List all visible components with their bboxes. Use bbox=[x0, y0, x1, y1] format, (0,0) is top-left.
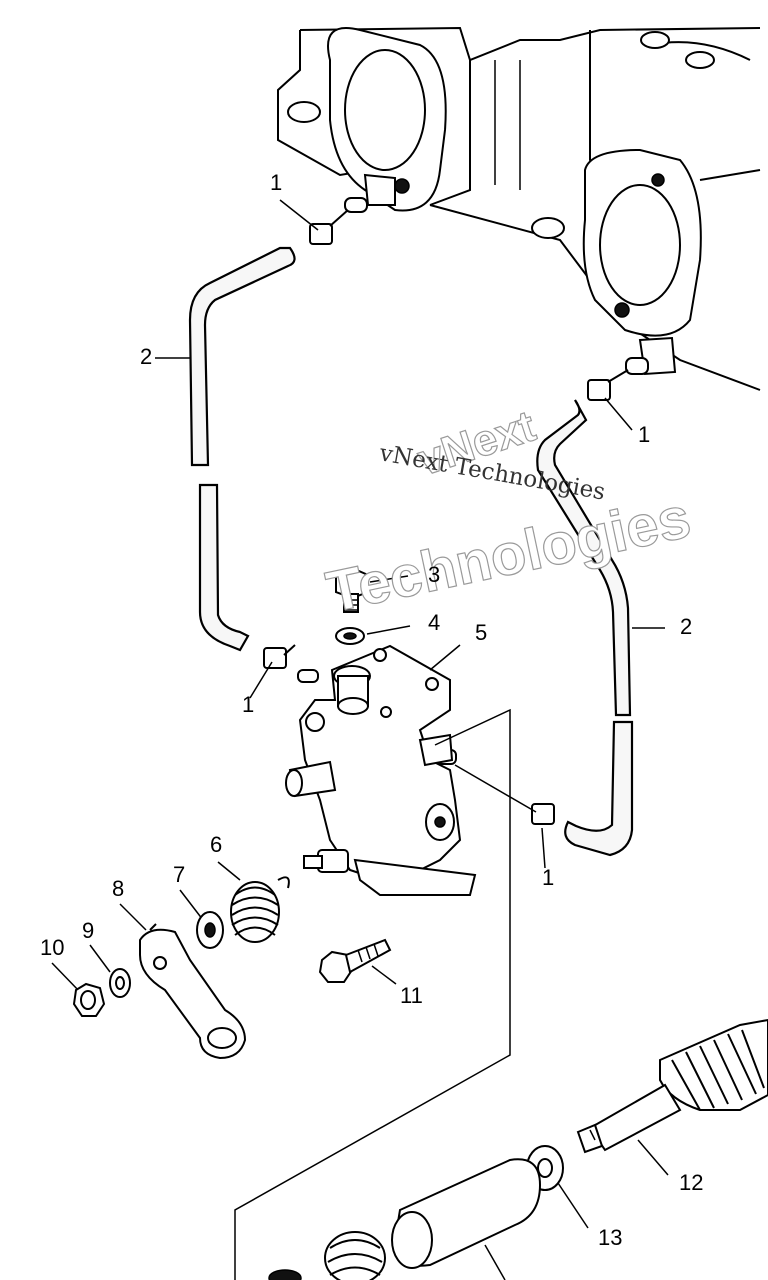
left-hose bbox=[188, 246, 296, 652]
callout-c1c: 1 bbox=[242, 692, 254, 717]
oil-pump-body bbox=[285, 644, 477, 896]
washer-9 bbox=[109, 968, 131, 998]
watermark-big-2: Technologies bbox=[321, 485, 696, 625]
lever-8 bbox=[139, 923, 247, 1060]
washer-4 bbox=[335, 627, 365, 645]
callout-c10: 10 bbox=[40, 935, 64, 960]
callout-c3: 3 bbox=[428, 562, 440, 587]
bolt-11 bbox=[318, 938, 392, 983]
callout-c5: 5 bbox=[475, 620, 487, 645]
callout-c2b: 2 bbox=[680, 614, 692, 639]
callout-c4: 4 bbox=[428, 610, 440, 635]
nut-10 bbox=[72, 982, 106, 1017]
callout-c12: 12 bbox=[679, 1170, 703, 1195]
clamp-lower-left bbox=[263, 644, 319, 683]
callout-c9: 9 bbox=[82, 918, 94, 943]
right-hose bbox=[536, 399, 634, 857]
callout-c13: 13 bbox=[598, 1225, 622, 1250]
spring-6 bbox=[230, 876, 290, 943]
bolt-3 bbox=[335, 566, 369, 613]
top-right-fitting bbox=[587, 357, 649, 401]
bottom-assembly bbox=[268, 1158, 542, 1280]
washer-7 bbox=[196, 911, 224, 949]
callout-c7: 7 bbox=[173, 862, 185, 887]
callout-c1b: 1 bbox=[638, 422, 650, 447]
callout-c1a: 1 bbox=[270, 170, 282, 195]
callout-c6: 6 bbox=[210, 832, 222, 857]
leader-lines bbox=[51, 199, 669, 1229]
callout-c8: 8 bbox=[112, 876, 124, 901]
callout-c11: 11 bbox=[400, 983, 423, 1008]
engine-block bbox=[277, 26, 761, 391]
drive-gear-12 bbox=[576, 1018, 768, 1154]
top-left-fitting bbox=[309, 197, 368, 245]
assembly-bracket bbox=[234, 708, 511, 1280]
callout-c1d: 1 bbox=[542, 865, 554, 890]
callout-c2a: 2 bbox=[140, 344, 152, 369]
